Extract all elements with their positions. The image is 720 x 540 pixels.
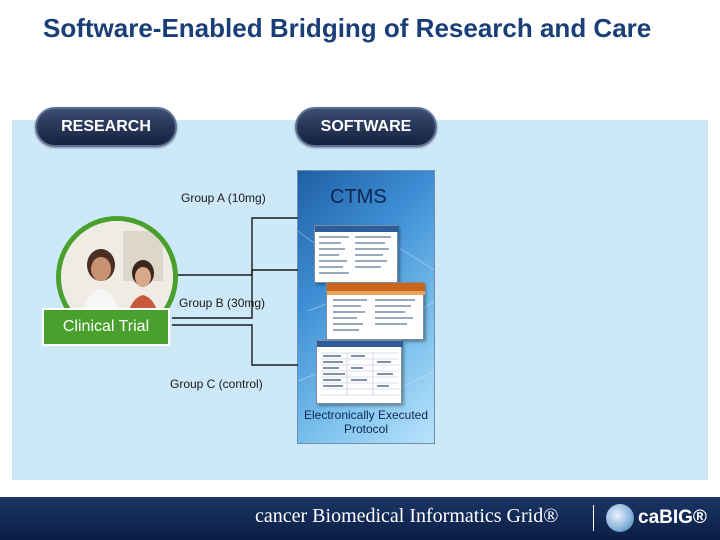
- group-c-label: Group C (control): [170, 377, 263, 391]
- clinical-trial-label: Clinical Trial: [42, 308, 170, 346]
- ctms-screenshot-3: [316, 340, 403, 404]
- footer-divider: [593, 505, 594, 531]
- footer-program-name: cancer Biomedical Informatics Grid®: [255, 505, 559, 527]
- slide-title: Software-Enabled Bridging of Research an…: [43, 13, 652, 43]
- ctms-screenshot-2: [326, 282, 425, 340]
- cabig-globe-logo-icon: [606, 504, 634, 532]
- software-pill: SOFTWARE: [295, 107, 437, 147]
- connector-group-b: [172, 269, 298, 319]
- screenshot-3-content: [317, 341, 403, 396]
- footer-bar: cancer Biomedical Informatics Grid® caBI…: [0, 497, 720, 540]
- screenshot-1-content: [315, 226, 399, 274]
- ctms-label: CTMS: [330, 186, 387, 208]
- ctms-screenshot-1: [314, 225, 399, 283]
- software-label: SOFTWARE: [320, 118, 412, 135]
- protocol-label: Electronically Executed Protocol: [303, 408, 429, 436]
- connector-group-a: [168, 217, 298, 276]
- group-a-label: Group A (10mg): [181, 191, 266, 205]
- group-b-label: Group B (30mg): [179, 296, 266, 310]
- research-pill: RESEARCH: [35, 107, 177, 147]
- footer-brand: caBIG®: [638, 507, 707, 528]
- research-label: RESEARCH: [61, 118, 151, 135]
- screenshot-2-content: [327, 283, 425, 331]
- connector-group-c: [172, 324, 298, 366]
